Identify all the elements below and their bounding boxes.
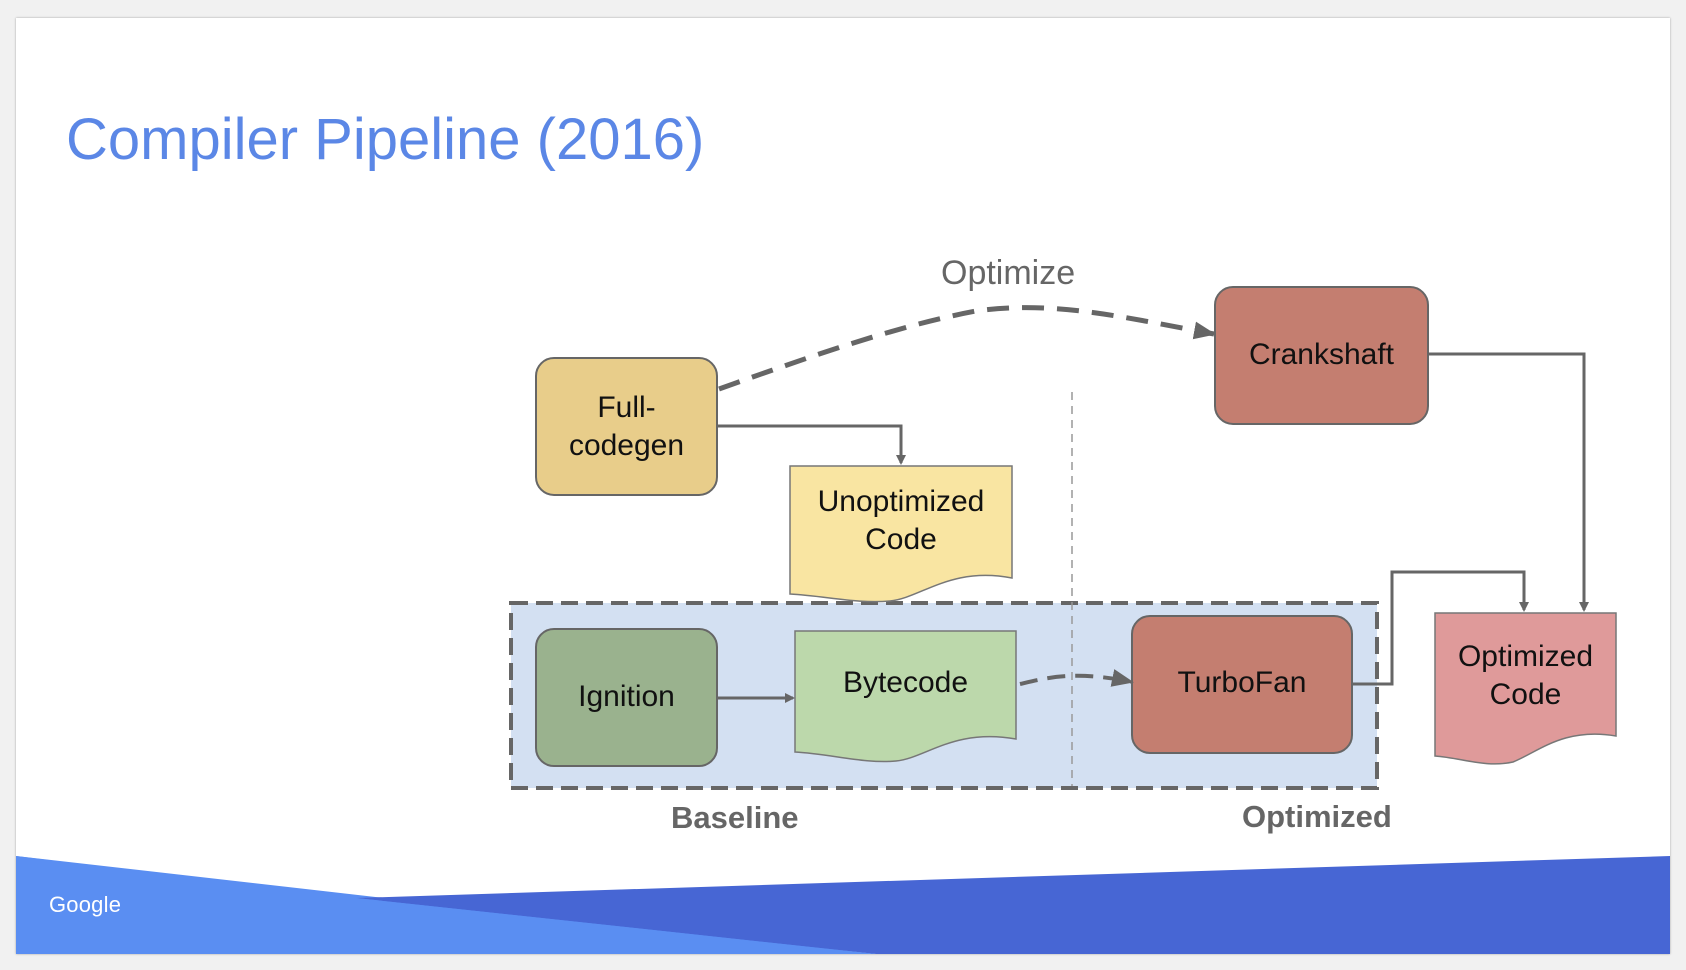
footer-band-dark xyxy=(356,856,1670,954)
slide-title: Compiler Pipeline (2016) xyxy=(66,107,705,172)
footer-band-light-left xyxy=(16,856,876,954)
turbofan-to-optimized-edge xyxy=(1352,570,1529,686)
baseline-region-label: Baseline xyxy=(671,800,799,835)
crankshaft-to-optimized-edge xyxy=(1428,352,1589,612)
bytecode-to-turbofan-edge xyxy=(1019,669,1134,687)
fullcodegen-label-line2: codegen xyxy=(568,429,685,462)
optimized-code-label: Optimized Code xyxy=(1435,638,1616,714)
crankshaft-label: Crankshaft xyxy=(1248,338,1395,371)
slide: Compiler Pipeline (2016) Full- codegen U… xyxy=(16,18,1670,954)
optimized-code-label-line2: Code xyxy=(1489,678,1562,711)
ignition-label: Ignition xyxy=(578,680,675,713)
unoptimized-code-label-line1: Unoptimized xyxy=(817,485,985,518)
fullcodegen-label-line1: Full- xyxy=(597,391,656,424)
optimize-edge xyxy=(718,305,1216,392)
fullcodegen-to-unoptimized-edge xyxy=(717,424,906,465)
turbofan-label: TurboFan xyxy=(1177,666,1307,699)
fullcodegen-label: Full- codegen xyxy=(536,389,717,465)
pipeline-diagram xyxy=(16,286,1670,954)
bytecode-document xyxy=(794,630,1017,763)
unoptimized-code-label-line2: Code xyxy=(865,523,937,556)
unoptimized-code-document xyxy=(789,465,1013,603)
optimize-edge-label: Optimize xyxy=(941,254,1076,292)
optimized-code-label-line1: Optimized xyxy=(1457,640,1594,673)
optimized-code-document xyxy=(1434,612,1617,765)
unoptimized-code-label: Unoptimized Code xyxy=(790,483,1012,559)
google-logo: Google xyxy=(49,892,122,917)
optimized-region-label: Optimized xyxy=(1242,799,1392,834)
bytecode-label: Bytecode xyxy=(842,666,969,699)
